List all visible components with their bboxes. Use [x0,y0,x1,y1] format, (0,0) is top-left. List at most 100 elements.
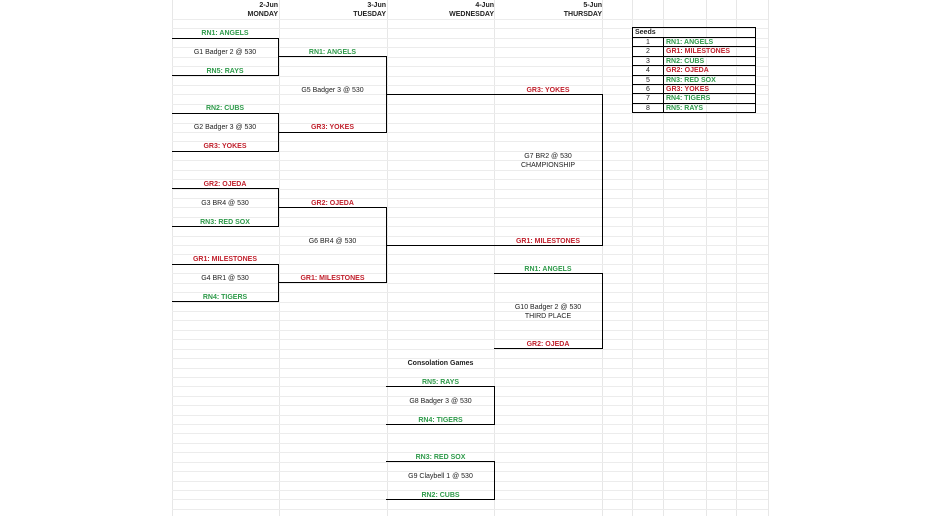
seed-team: RN1: ANGELS [666,39,714,46]
grid-row-line [172,339,768,340]
bracket-line [172,151,279,152]
g2-top-team: RN2: CUBS [205,105,245,112]
g10-bottom-team: GR2: OJEDA [526,341,570,348]
bracket-line [172,113,279,114]
g5-label: G5 Badger 3 @ 530 [301,87,364,94]
consolation-title: Consolation Games [407,360,474,367]
g8-top-team: RN5: RAYS [421,379,460,386]
seed-number: 3 [646,58,650,65]
grid-row-line [172,123,768,124]
header-date-thursday: 5-Jun [583,2,602,9]
grid-row-line [172,452,768,453]
seeds-row-line [633,84,755,85]
g6-top-team: GR2: OJEDA [311,200,354,207]
grid-row-line [172,349,768,350]
seeds-row-line [633,46,755,47]
grid-row-line [172,57,768,58]
grid-column-line [663,0,664,516]
g4-label: G4 BR1 @ 530 [201,275,249,282]
grid-column-line [706,0,707,516]
grid-row-line [172,368,768,369]
g2-bottom-team: GR3: YOKES [203,143,247,150]
seed-team: RN4: TIGERS [666,95,711,102]
grid-row-line [172,302,768,303]
grid-row-line [172,141,768,142]
bracket-line [172,264,279,265]
seeds-row-line [633,65,755,66]
bracket-line [278,132,386,133]
grid-row-line [172,113,768,114]
grid-row-line [172,292,768,293]
g6-bottom-team: GR1: MILESTONES [300,275,365,282]
grid-column-line [387,0,388,516]
grid-row-line [172,104,768,105]
g7-top-team: GR3: YOKES [526,87,570,94]
bracket-line [278,264,279,302]
seed-team: GR2: OJEDA [666,67,709,74]
g1-bottom-team: RN5: RAYS [206,68,244,75]
seed-team: GR1: MILESTONES [666,48,731,55]
grid-row-line [172,19,768,20]
header-date-tuesday: 3-Jun [367,2,386,9]
bracket-line [386,424,494,425]
g1-top-team: RN1: ANGELS [201,30,249,37]
header-date-wednesday: 4-Jun [475,2,494,9]
grid-row-line [172,207,768,208]
seeds-divider [663,37,664,112]
g4-bottom-team: RN4: TIGERS [202,294,248,301]
grid-row-line [172,170,768,171]
g10-subtitle: THIRD PLACE [524,313,572,320]
bracket-line [494,273,602,274]
grid-row-line [172,358,768,359]
g4-top-team: GR1: MILESTONES [192,256,258,263]
grid-row-line [172,151,768,152]
seed-team: RN5: RAYS [666,105,704,112]
grid-row-line [172,38,768,39]
grid-row-line [172,160,768,161]
seed-team: GR3: YOKES [666,86,710,93]
grid-row-line [172,254,768,255]
bracket-line [278,38,279,76]
seeds-row-line [633,103,755,104]
header-weekday-thursday: THURSDAY [563,11,602,18]
grid-row-line [172,415,768,416]
grid-row-line [172,481,768,482]
bracket-line [494,386,495,425]
seed-number: 6 [646,86,650,93]
grid-row-line [172,377,768,378]
grid-row-line [172,264,768,265]
g9-top-team: RN3: RED SOX [415,454,466,461]
grid-row-line [172,320,768,321]
bracket-line [386,245,602,246]
seed-number: 2 [646,48,650,55]
bracket-line [602,94,603,246]
grid-column-line [632,0,633,516]
grid-row-line [172,443,768,444]
g3-top-team: GR2: OJEDA [203,181,247,188]
grid-row-line [172,28,768,29]
g7-subtitle: CHAMPIONSHIP [520,162,576,169]
g3-label: G3 BR4 @ 530 [201,200,249,207]
grid-row-line [172,217,768,218]
grid-row-line [172,471,768,472]
bracket-line [172,301,279,302]
grid-row-line [172,433,768,434]
bracket-line [172,188,279,189]
bracket-line [172,38,279,39]
grid-row-line [172,396,768,397]
grid-column-line [279,0,280,516]
grid-row-line [172,198,768,199]
g1-label: G1 Badger 2 @ 530 [193,49,257,56]
seeds-row-line [633,37,755,38]
grid-row-line [172,179,768,180]
g9-label: G9 Claybell 1 @ 530 [408,473,473,480]
bracket-line [386,94,602,95]
g7-bottom-team: GR1: MILESTONES [515,238,581,245]
g5-bottom-team: GR3: YOKES [310,124,355,131]
grid-row-line [172,330,768,331]
bracket-line [602,273,603,349]
grid-row-line [172,47,768,48]
grid-row-line [172,226,768,227]
grid-row-line [172,405,768,406]
g10-top-team: RN1: ANGELS [524,266,572,273]
